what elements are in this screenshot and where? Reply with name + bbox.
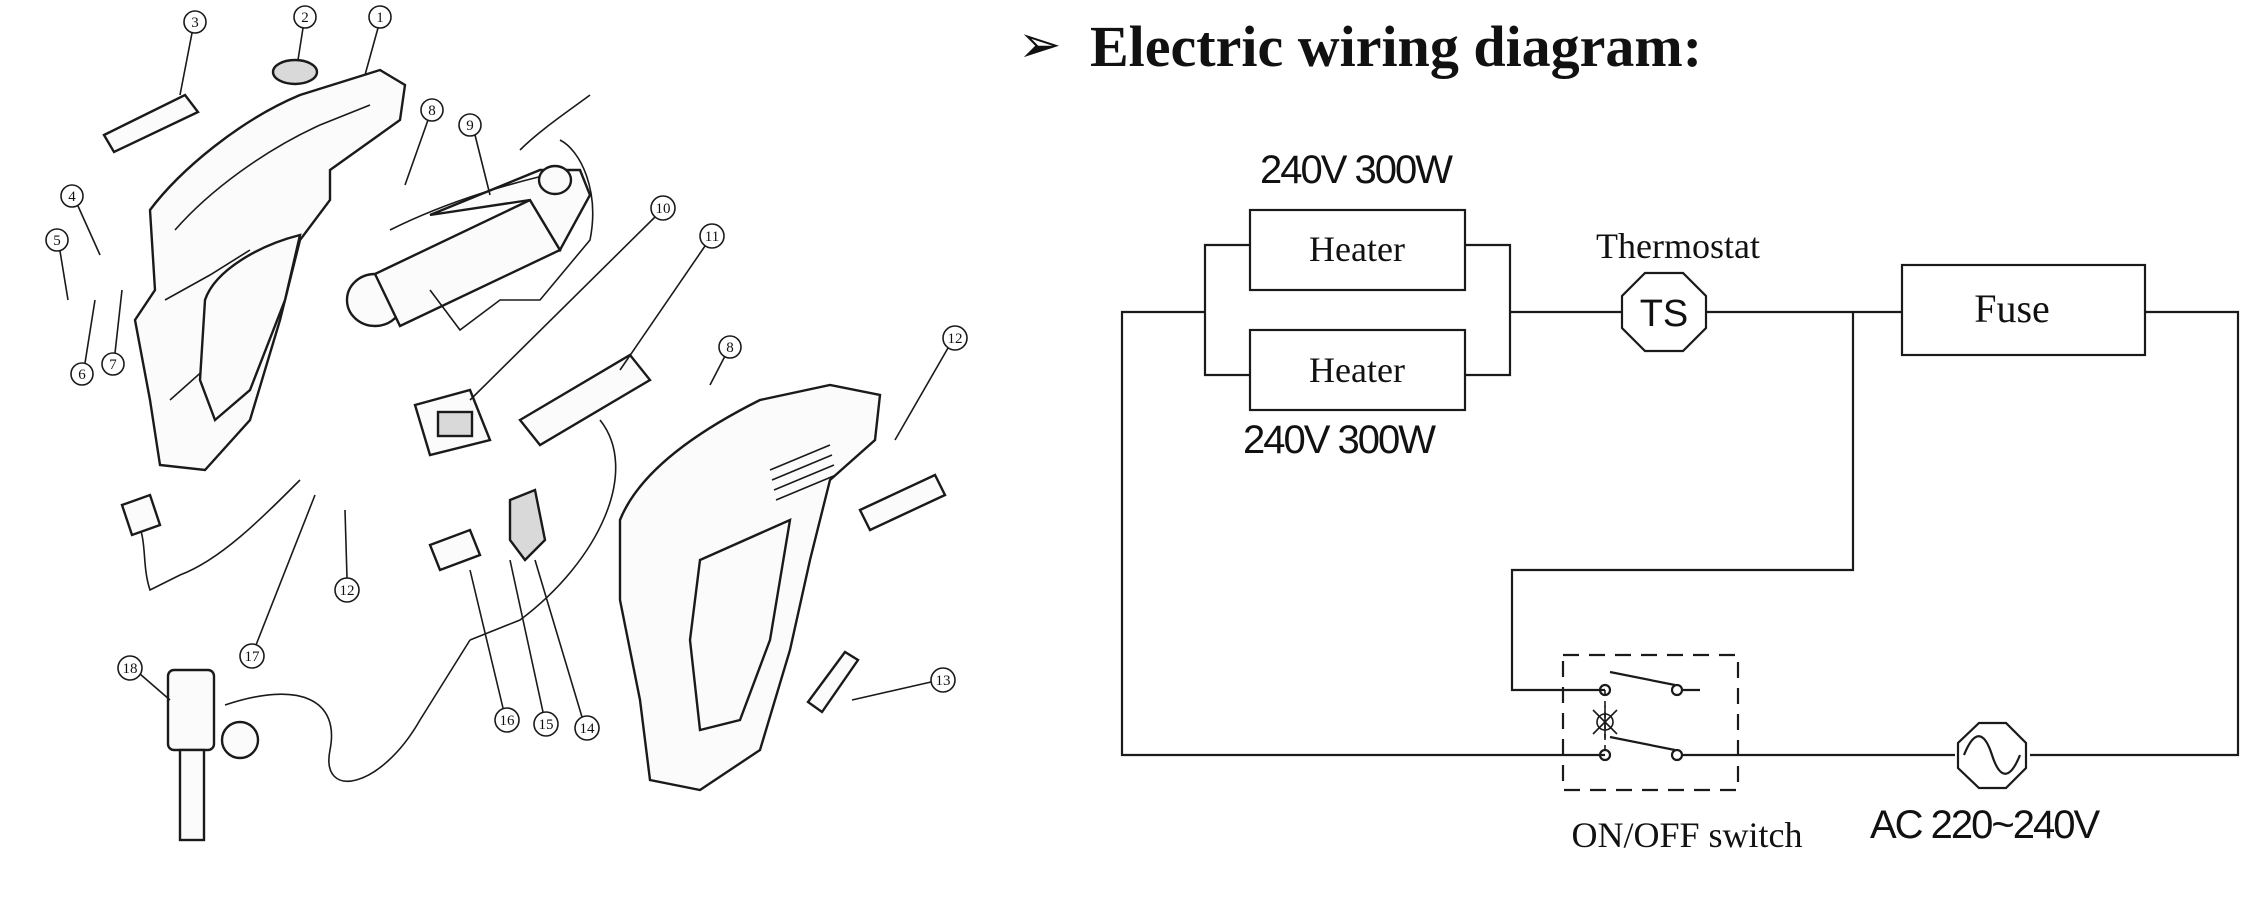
svg-text:3: 3: [191, 15, 199, 31]
callout-10: 10: [469, 195, 676, 401]
callout-17: 17: [239, 494, 316, 669]
part-10-switch-face: [436, 410, 474, 438]
svg-text:10: 10: [656, 201, 671, 217]
wire-inner-to-switch: [1510, 312, 1855, 692]
svg-text:7: 7: [109, 357, 117, 373]
callout-14: 14: [534, 559, 600, 741]
callout-4: 4: [60, 184, 101, 256]
callout-11: 11: [619, 223, 725, 371]
ac-label: AC 220~240V: [1870, 803, 2101, 847]
svg-text:6: 6: [78, 367, 86, 383]
callout-3: 3: [179, 10, 207, 96]
callout-1: 1: [364, 5, 392, 76]
svg-text:13: 13: [936, 673, 951, 689]
part-2-grommet: [271, 58, 319, 86]
callout-8b: 8: [709, 335, 742, 386]
thermostat-label: Thermostat: [1596, 226, 1760, 266]
svg-text:15: 15: [539, 717, 554, 733]
page-title: Electric wiring diagram:: [1090, 14, 1702, 79]
heater-bottom-rating: 240V 300W: [1243, 418, 1436, 462]
svg-text:1: 1: [376, 10, 384, 26]
right-housing-vents: [769, 444, 837, 501]
switch-lamp-icon: [1592, 706, 1618, 738]
callout-5: 5: [45, 228, 69, 301]
switch-label: ON/OFF switch: [1571, 815, 1802, 855]
wire-left-outer: [1120, 310, 1605, 757]
callout-18: 18: [117, 655, 171, 701]
wiring-diagram: ➢ Electric wiring diagram: 240V 300W 240…: [1018, 14, 2240, 855]
part-1-grip-opening: [198, 233, 302, 423]
callout-12b: 12: [334, 509, 360, 603]
part-18-regulator: [166, 668, 260, 842]
callout-8a: 8: [404, 98, 444, 186]
barrel-wires: [429, 94, 594, 332]
ac-sine-icon: [1962, 735, 2022, 775]
part-11-air-tube: [518, 353, 652, 447]
power-cord: [129, 479, 301, 592]
heater-top-label: Heater: [1309, 229, 1405, 269]
svg-text:2: 2: [301, 10, 309, 26]
thermostat-symbol: TS: [1640, 293, 1689, 335]
callout-12a: 12: [894, 325, 968, 441]
thermostat-symbol-octagon: [1620, 271, 1708, 353]
svg-text:11: 11: [705, 229, 719, 245]
svg-text:14: 14: [580, 721, 596, 737]
part-14-trigger: [508, 488, 547, 562]
part-13-nozzle: [806, 650, 860, 714]
fuse-box: [1900, 263, 2147, 357]
heater-parallel-right: [1465, 243, 1512, 377]
callout-15: 15: [509, 559, 559, 737]
heater-top-box: [1248, 208, 1467, 292]
callout-2: 2: [293, 5, 317, 61]
part-3-cover-strip: [102, 93, 200, 154]
svg-text:16: 16: [500, 713, 516, 729]
svg-text:4: 4: [68, 189, 76, 205]
right-housing-grip-opening: [688, 517, 792, 732]
heater-bottom-label: Heater: [1309, 350, 1405, 390]
air-hose: [224, 639, 471, 783]
switch-dashed-box: [1561, 653, 1740, 792]
svg-text:12: 12: [340, 583, 355, 599]
heater-parallel-left: [1203, 243, 1250, 377]
svg-text:12: 12: [948, 331, 963, 347]
power-plug: [120, 493, 162, 537]
callout-16: 16: [469, 569, 520, 733]
part-16-connector: [428, 528, 482, 572]
heater-bottom-box: [1248, 328, 1467, 412]
part-12-right-cover: [858, 473, 947, 532]
wire-fuse-to-ac: [2030, 310, 2240, 757]
callout-13: 13: [851, 667, 956, 701]
svg-text:8: 8: [428, 103, 436, 119]
svg-text:8: 8: [726, 340, 734, 356]
svg-text:5: 5: [53, 233, 61, 249]
fuse-label: Fuse: [1974, 286, 2050, 331]
exploded-parts-view: 1 2 3 4 5 6 7 8 8 9 10 11 12 12 13 14 15…: [45, 5, 968, 842]
part-number-callouts: 1 2 3 4 5 6 7 8 8 9 10 11 12 12 13 14 15…: [45, 5, 968, 741]
part-9-heater-barrel: [345, 164, 592, 328]
svg-text:17: 17: [245, 649, 261, 665]
svg-text:18: 18: [123, 661, 138, 677]
title-marker: ➢: [1018, 17, 1062, 74]
callout-9: 9: [458, 113, 491, 196]
callout-7: 7: [101, 289, 125, 376]
heater-top-rating: 240V 300W: [1260, 148, 1453, 192]
ac-source-octagon: [1956, 721, 2028, 790]
switch-contacts: [1598, 670, 1738, 762]
svg-text:9: 9: [466, 118, 474, 134]
callout-6: 6: [70, 299, 96, 386]
